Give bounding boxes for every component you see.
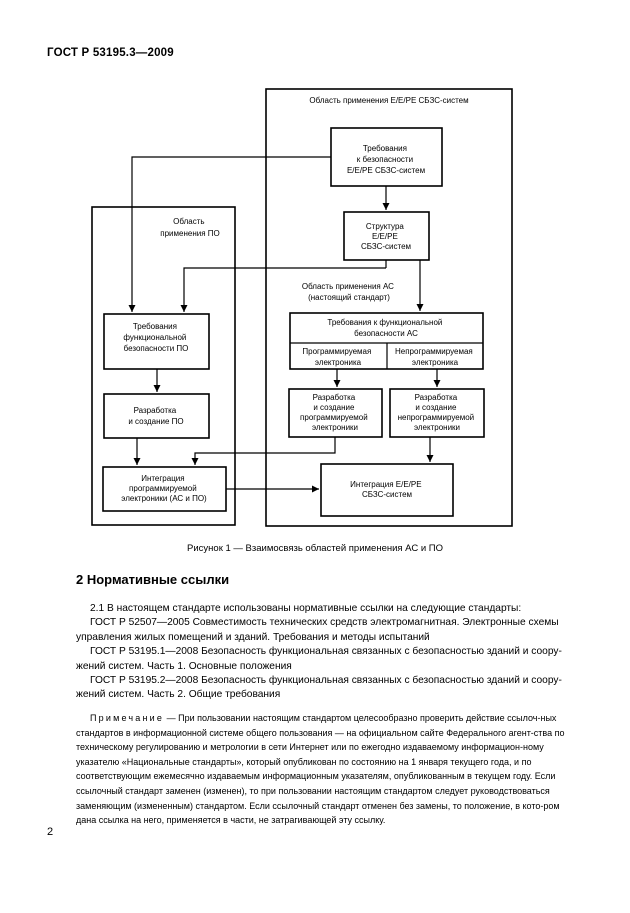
box-nonprogrammable-electronics-development	[389, 388, 485, 438]
note-block: Примечание — При пользовании настоящим с…	[76, 711, 576, 828]
sub-programmable-line-1: Программируемая	[302, 347, 371, 356]
paragraph-2-cont: управления жилых помещений и зданий. Тре…	[76, 631, 430, 643]
svg-text:Интеграция программируемой: Интеграция программируемой электроники (…	[121, 474, 207, 503]
box-dev-prog-line-2: и создание	[313, 403, 355, 412]
scope-diagram: Область применения Е/Е/РЕ СБЗС-систем Об…	[91, 88, 513, 527]
box-req-po-line-1: Требования	[133, 322, 177, 331]
po-scope-frame	[91, 206, 236, 526]
references-body: 2.1 В настоящем стандарте использованы н…	[76, 602, 576, 703]
arrow-structure-to-req-po	[180, 267, 344, 312]
paragraph-3-cont: жений систем. Часть 1. Основные положени…	[76, 660, 292, 672]
box-dev-po-line-2: и создание ПО	[128, 417, 183, 426]
box-int-prog-line-3: электроники (АС и ПО)	[121, 494, 207, 503]
box-int-prog-line-1: Интеграция	[141, 474, 184, 483]
po-scope-label: Область применения ПО	[160, 217, 219, 238]
box-int-ee-line-2: СБЗС-систем	[362, 490, 412, 499]
box-dev-nonprog-line-4: электроники	[414, 423, 460, 432]
box-dev-nonprog-line-1: Разработка	[415, 393, 458, 402]
arrow-dev-prog-to-int-prog	[191, 437, 336, 465]
svg-text:Программируемая электроник: Программируемая электроника	[302, 347, 373, 367]
ee-scope-label: Область применения Е/Е/РЕ СБЗС-систем	[309, 96, 468, 105]
as-scope-label: Область применения АС (настоящий стандар…	[302, 282, 396, 302]
figure-caption: Рисунок 1 — Взаимосвязь областей примене…	[187, 543, 443, 554]
svg-text:Разработка и создание ПО: Разработка и создание ПО	[128, 406, 183, 426]
po-scope-label-line-1: Область	[173, 217, 204, 226]
note-text: — При пользовании настоящим стандартом ц…	[76, 713, 565, 826]
box-int-prog-line-2: программируемой	[129, 484, 197, 493]
box-dev-prog-line-3: программируемой	[300, 413, 368, 422]
box-req-po-line-3: безопасности ПО	[124, 344, 189, 353]
svg-text:Требования к функциональной: Требования к функциональной безопасности…	[327, 318, 444, 338]
page-number: 2	[47, 826, 54, 838]
svg-text:Разработка и создание: Разработка и создание непрограммируемой …	[398, 393, 477, 432]
box-dev-prog-line-4: электроники	[312, 423, 358, 432]
svg-text:Структура Е/Е/РЕ СБЗС-: Структура Е/Е/РЕ СБЗС-систем	[361, 222, 411, 251]
svg-text:Интеграция Е/Е/РЕ СБЗС-сис: Интеграция Е/Е/РЕ СБЗС-систем	[350, 480, 424, 499]
sub-nonprogrammable-line-1: Непрограммируемая	[395, 347, 473, 356]
box-int-ee-line-1: Интеграция Е/Е/РЕ	[350, 480, 421, 489]
box-req-po-line-2: функциональной	[123, 333, 186, 342]
arrow-req-ee-to-req-po	[128, 156, 331, 312]
box-req-as-line-2: безопасности АС	[354, 329, 418, 338]
box-structure-line-2: Е/Е/РЕ	[372, 232, 398, 241]
svg-text:Требования функциональной: Требования функциональной безопасности П…	[123, 322, 188, 353]
box-req-ee-line-3: Е/Е/РЕ СБЗС-систем	[347, 166, 425, 175]
paragraph-2: ГОСТ Р 52507—2005 Совместимость техничес…	[90, 617, 559, 629]
svg-text:Разработка и создание: Разработка и создание программируемой эл…	[300, 393, 370, 432]
as-scope-label-line-1: Область применения АС	[302, 282, 394, 291]
paragraph-4-cont: жений систем. Часть 2. Общие требования	[76, 689, 281, 701]
box-dev-prog-line-1: Разработка	[313, 393, 356, 402]
box-dev-po-line-1: Разработка	[134, 406, 177, 415]
note-label: Примечание	[90, 713, 165, 723]
section-title: 2 Нормативные ссылки	[76, 572, 230, 587]
box-software-development	[103, 393, 210, 439]
paragraph-4: ГОСТ Р 53195.2—2008 Безопасность функцио…	[90, 675, 562, 687]
document-header: ГОСТ Р 53195.3—2009	[47, 47, 174, 59]
svg-text:Требования к безопасности: Требования к безопасности Е/Е/РЕ СБЗС-си…	[347, 144, 425, 175]
box-ee-integration	[320, 463, 454, 517]
ee-scope-frame	[265, 88, 513, 527]
box-structure-line-3: СБЗС-систем	[361, 242, 411, 251]
ee-scope-label-line: Область применения Е/Е/РЕ СБЗС-систем	[309, 96, 468, 105]
box-dev-nonprog-line-2: и создание	[415, 403, 457, 412]
sub-programmable-line-2: электроника	[315, 358, 362, 367]
po-scope-label-line-2: применения ПО	[160, 229, 219, 238]
as-scope-label-line-2: (настоящий стандарт)	[308, 293, 390, 302]
sub-nonprogrammable-line-2: электроника	[412, 358, 459, 367]
box-dev-nonprog-line-3: непрограммируемой	[398, 413, 475, 422]
box-req-ee-line-2: к безопасности	[357, 155, 413, 164]
box-structure-line-1: Структура	[366, 222, 405, 231]
paragraph-3: ГОСТ Р 53195.1—2008 Безопасность функцио…	[90, 646, 562, 658]
box-req-as-line-1: Требования к функциональной	[327, 318, 442, 327]
box-req-ee-line-1: Требования	[363, 144, 407, 153]
paragraph-1: 2.1 В настоящем стандарте использованы н…	[90, 603, 522, 614]
svg-text:Непрограммируемая электрон: Непрограммируемая электроника	[395, 347, 475, 367]
